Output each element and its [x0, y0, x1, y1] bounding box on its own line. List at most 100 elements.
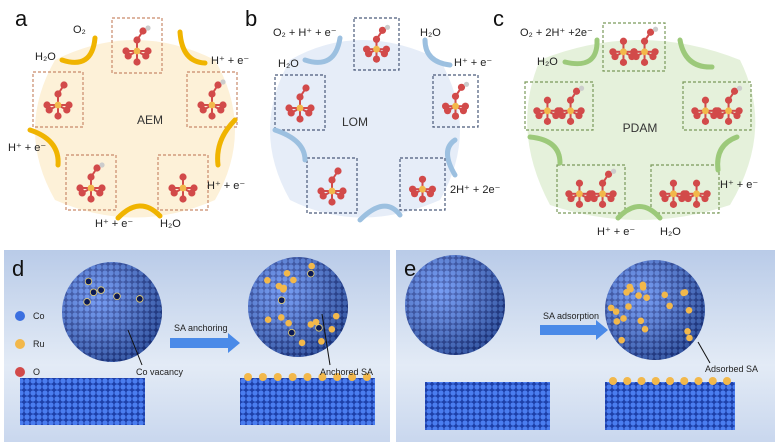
pdam-cycle-background — [527, 40, 756, 220]
hydrogen-atom — [220, 79, 226, 85]
ru-atom — [54, 101, 62, 109]
intermediate-structure-box — [353, 17, 400, 71]
oxygen-atom — [730, 87, 739, 95]
oxygen-atom — [646, 28, 655, 36]
oxygen-atom — [575, 200, 584, 208]
oxygen-atom — [543, 96, 552, 104]
sphere-shading — [62, 262, 162, 362]
oxygen-atom — [334, 167, 342, 175]
label-o2: O₂ — [73, 24, 86, 36]
oxygen-atom — [649, 52, 657, 61]
sa-adsorption-label: SA adsorption — [543, 311, 599, 321]
ru-single-atom — [666, 302, 673, 310]
sphere-shading — [248, 257, 348, 357]
nanoparticle-sphere — [62, 262, 162, 362]
oxygen-atom — [378, 26, 387, 34]
oxygen-atom — [124, 52, 132, 60]
dashed-box — [32, 71, 84, 128]
oxygen-atom — [78, 189, 86, 197]
oxygen-atom — [459, 107, 468, 115]
oxygen-atom — [93, 164, 101, 172]
ru-single-atom — [666, 377, 674, 385]
ru-atom — [725, 107, 732, 115]
oxygen-atom — [287, 109, 295, 117]
ru-atom — [620, 48, 627, 56]
ru-single-atom — [277, 314, 285, 321]
label-h2o: H₂O — [160, 218, 181, 230]
co-legend-dot — [15, 311, 25, 321]
panel-label-e: e — [404, 256, 416, 281]
oxygen-atom — [724, 117, 733, 125]
ru-legend-dot — [15, 339, 25, 349]
oxygen-atom — [179, 195, 187, 203]
ru-atom — [693, 190, 700, 198]
ru-atom — [296, 104, 304, 112]
oxygen-atom — [678, 194, 686, 203]
oxygen-atom — [543, 117, 552, 125]
ru-single-atom — [637, 377, 646, 385]
oxygen-atom — [63, 106, 71, 114]
oxygen-atom — [372, 55, 381, 63]
co-vacancy — [97, 286, 105, 294]
oxygen-atom — [457, 83, 466, 91]
co-slab — [20, 378, 145, 425]
oxygen-atom — [604, 170, 613, 178]
co-slab — [605, 377, 735, 430]
oxygen-atom — [179, 173, 187, 181]
ru-atom — [452, 102, 459, 110]
lom-cycle-background — [270, 40, 460, 218]
ru-single-atom — [332, 312, 340, 320]
co-vacancy — [83, 298, 91, 306]
ru-single-atom — [244, 373, 252, 381]
dashed-box — [353, 17, 400, 71]
hydrogen-atom — [610, 168, 617, 174]
dashed-box — [524, 81, 594, 131]
oxygen-atom — [575, 179, 584, 187]
co-slab — [425, 382, 550, 430]
oxygen-atom — [426, 190, 435, 198]
ru-single-atom — [258, 373, 267, 381]
oxygen-atom — [319, 192, 327, 200]
reaction-arc — [445, 137, 458, 178]
label-o2-2proton-2electron: O₂ + 2H⁺ +2e⁻ — [520, 27, 593, 39]
label-h2o: H₂O — [35, 51, 56, 63]
ru-atom — [567, 107, 574, 115]
oxygen-atom — [572, 87, 581, 95]
dashed-box — [186, 71, 238, 128]
oxygen-atom — [60, 81, 68, 89]
oxygen-atom — [669, 179, 678, 187]
reaction-arc — [59, 35, 98, 65]
dashed-box — [157, 154, 209, 211]
oxygen-atom — [45, 106, 53, 114]
ru-single-atom — [708, 377, 717, 385]
ru-atom — [328, 187, 336, 195]
oxygen-atom — [632, 52, 640, 61]
dashed-box — [274, 74, 326, 131]
intermediate-structure-box — [306, 157, 358, 214]
intermediate-structure-box — [556, 164, 626, 214]
oxygen-atom — [199, 106, 207, 114]
ru-single-atom — [684, 327, 691, 335]
dashed-box — [432, 74, 479, 128]
ru-atom — [133, 47, 141, 55]
aem-label: AEM — [137, 113, 163, 127]
oxygen-atom — [590, 194, 598, 203]
ru-single-atom — [312, 318, 320, 326]
ru-atom — [576, 190, 583, 198]
ru-single-atom — [613, 318, 621, 325]
oxygen-atom — [133, 58, 141, 66]
oxygen-atom — [669, 200, 678, 208]
co-vacancy — [136, 295, 144, 303]
oxygen-atom — [619, 58, 628, 66]
ru-single-atom — [686, 334, 693, 342]
ru-single-atom — [308, 262, 315, 270]
oxygen-atom — [598, 200, 607, 208]
oxygen-atom — [418, 195, 427, 203]
nanoparticle-sphere — [405, 255, 505, 355]
label-proton-electron: H⁺ + e⁻ — [454, 57, 492, 69]
oxygen-atom — [692, 179, 701, 187]
reaction-arc — [715, 134, 740, 173]
oxygen-atom — [418, 175, 427, 183]
hydrogen-atom — [652, 26, 659, 32]
